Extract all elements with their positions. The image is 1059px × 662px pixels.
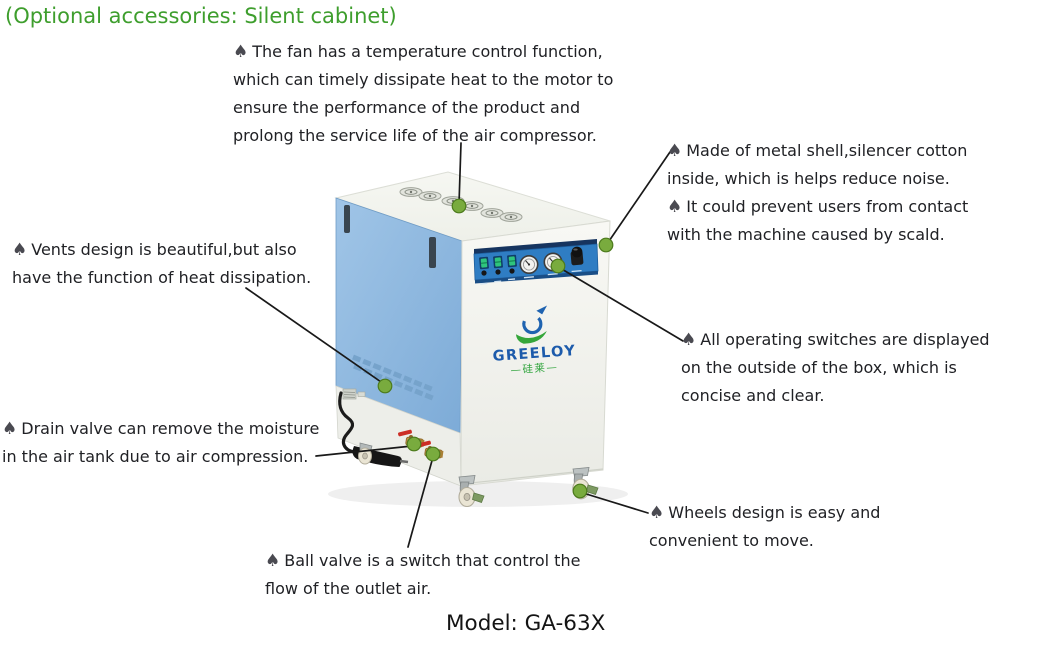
caster-wheel bbox=[358, 442, 373, 465]
annotation-line: have the function of heat dissipation. bbox=[12, 268, 312, 287]
panel-labels bbox=[480, 269, 582, 285]
spade-bullet-icon: ♠ bbox=[667, 141, 683, 161]
valve-handle bbox=[417, 440, 431, 448]
annotation-line: ♠It could prevent users from contact bbox=[667, 197, 969, 217]
callout-line-ball-valve bbox=[407, 456, 434, 548]
annotation-line: ♠Drain valve can remove the moisture bbox=[2, 419, 320, 439]
callout-line-drain-valve bbox=[315, 445, 413, 457]
annotation-line: ♠Ball valve is a switch that control the bbox=[265, 551, 581, 571]
annotation-fan: ♠The fan has a temperature control funct… bbox=[233, 38, 613, 150]
annotation-line: ensure the performance of the product an… bbox=[233, 98, 581, 117]
annotation-metal-shell: ♠Made of metal shell,silencer cotton ins… bbox=[667, 137, 968, 249]
brake-lever bbox=[586, 484, 599, 496]
ball-valve bbox=[417, 440, 444, 459]
annotation-line: ♠Wheels design is easy and bbox=[649, 503, 881, 523]
callout-line-fan bbox=[458, 142, 462, 205]
annotation-vents: ♠Vents design is beautiful,but also have… bbox=[12, 236, 311, 292]
caster-wheel bbox=[458, 475, 485, 508]
spade-bullet-icon: ♠ bbox=[265, 551, 281, 571]
cabinet-base bbox=[335, 385, 462, 487]
annotation-line: ♠Vents design is beautiful,but also bbox=[12, 240, 297, 260]
annotation-line: convenient to move. bbox=[649, 531, 814, 550]
annotation-wheels: ♠Wheels design is easy and convenient to… bbox=[649, 499, 880, 555]
ground-shadow bbox=[328, 481, 628, 507]
greeloy-logo: GREELOY —硅莱— bbox=[492, 305, 577, 377]
power-cord bbox=[338, 391, 409, 467]
annotation-line: ♠The fan has a temperature control funct… bbox=[233, 42, 603, 62]
marker-switches bbox=[550, 258, 566, 274]
caster-wheel bbox=[572, 467, 599, 500]
cabinet-blue-side-panel bbox=[335, 197, 463, 434]
annotation-line: which can timely dissipate heat to the m… bbox=[233, 70, 614, 89]
handle-slot bbox=[344, 205, 350, 233]
annotation-switches: ♠All operating switches are displayed on… bbox=[681, 326, 990, 410]
handle-slot bbox=[429, 237, 436, 268]
base-grille bbox=[342, 388, 366, 400]
annotation-line: in the air tank due to air compression. bbox=[2, 447, 309, 466]
callout-lines bbox=[245, 142, 684, 548]
spade-bullet-icon: ♠ bbox=[667, 197, 683, 217]
annotation-line: on the outside of the box, which is bbox=[681, 358, 957, 377]
annotation-line: flow of the outlet air. bbox=[265, 579, 432, 598]
pressure-gauge bbox=[543, 252, 563, 272]
cabinet-front-face bbox=[460, 220, 611, 487]
annotation-line: concise and clear. bbox=[681, 386, 825, 405]
brake-lever bbox=[472, 492, 485, 504]
drain-valve bbox=[398, 429, 425, 448]
spade-bullet-icon: ♠ bbox=[233, 42, 249, 62]
marker-drain-valve bbox=[406, 436, 422, 452]
annotation-line: inside, which is helps reduce noise. bbox=[667, 169, 950, 188]
vent-slats bbox=[352, 354, 436, 402]
logo-flag bbox=[536, 305, 548, 315]
marker-ball-valve bbox=[425, 446, 441, 462]
annotation-line: ♠Made of metal shell,silencer cotton bbox=[667, 141, 968, 161]
fan-grilles bbox=[399, 187, 523, 222]
marker-fan bbox=[451, 198, 467, 214]
valve-handle bbox=[398, 429, 412, 437]
marker-wheels bbox=[572, 483, 588, 499]
panel-knobs bbox=[481, 268, 515, 276]
page-title: (Optional accessories: Silent cabinet) bbox=[5, 4, 397, 28]
brand-cn-text: —硅莱— bbox=[510, 360, 559, 376]
annotation-line: ♠All operating switches are displayed bbox=[681, 330, 990, 350]
annotation-line: prolong the service life of the air comp… bbox=[233, 126, 597, 145]
callout-line-switches bbox=[559, 267, 684, 342]
model-label: Model: GA-63X bbox=[446, 611, 606, 636]
spade-bullet-icon: ♠ bbox=[649, 503, 665, 523]
cabinet-top-face bbox=[334, 171, 611, 242]
logo-swirl-blue bbox=[522, 313, 543, 335]
annotation-drain-valve: ♠Drain valve can remove the moisture in … bbox=[2, 415, 319, 471]
air-outlet-fitting bbox=[570, 246, 584, 266]
brand-text: GREELOY bbox=[492, 343, 577, 365]
callout-markers bbox=[377, 198, 614, 499]
spade-bullet-icon: ♠ bbox=[681, 330, 697, 350]
spade-bullet-icon: ♠ bbox=[12, 240, 28, 260]
callout-line-wheels bbox=[582, 492, 649, 514]
pressure-gauge bbox=[519, 255, 539, 275]
callout-line-metal-shell bbox=[606, 151, 671, 245]
annotation-ball-valve: ♠Ball valve is a switch that control the… bbox=[265, 547, 580, 603]
marker-vents bbox=[377, 378, 393, 394]
annotation-line: with the machine caused by scald. bbox=[667, 225, 945, 244]
control-panel bbox=[473, 239, 599, 285]
marker-metal-shell bbox=[598, 237, 614, 253]
spade-bullet-icon: ♠ bbox=[2, 419, 18, 439]
callout-line-vents bbox=[245, 287, 385, 385]
power-switches bbox=[479, 254, 517, 270]
logo-swoosh-green bbox=[515, 331, 547, 344]
